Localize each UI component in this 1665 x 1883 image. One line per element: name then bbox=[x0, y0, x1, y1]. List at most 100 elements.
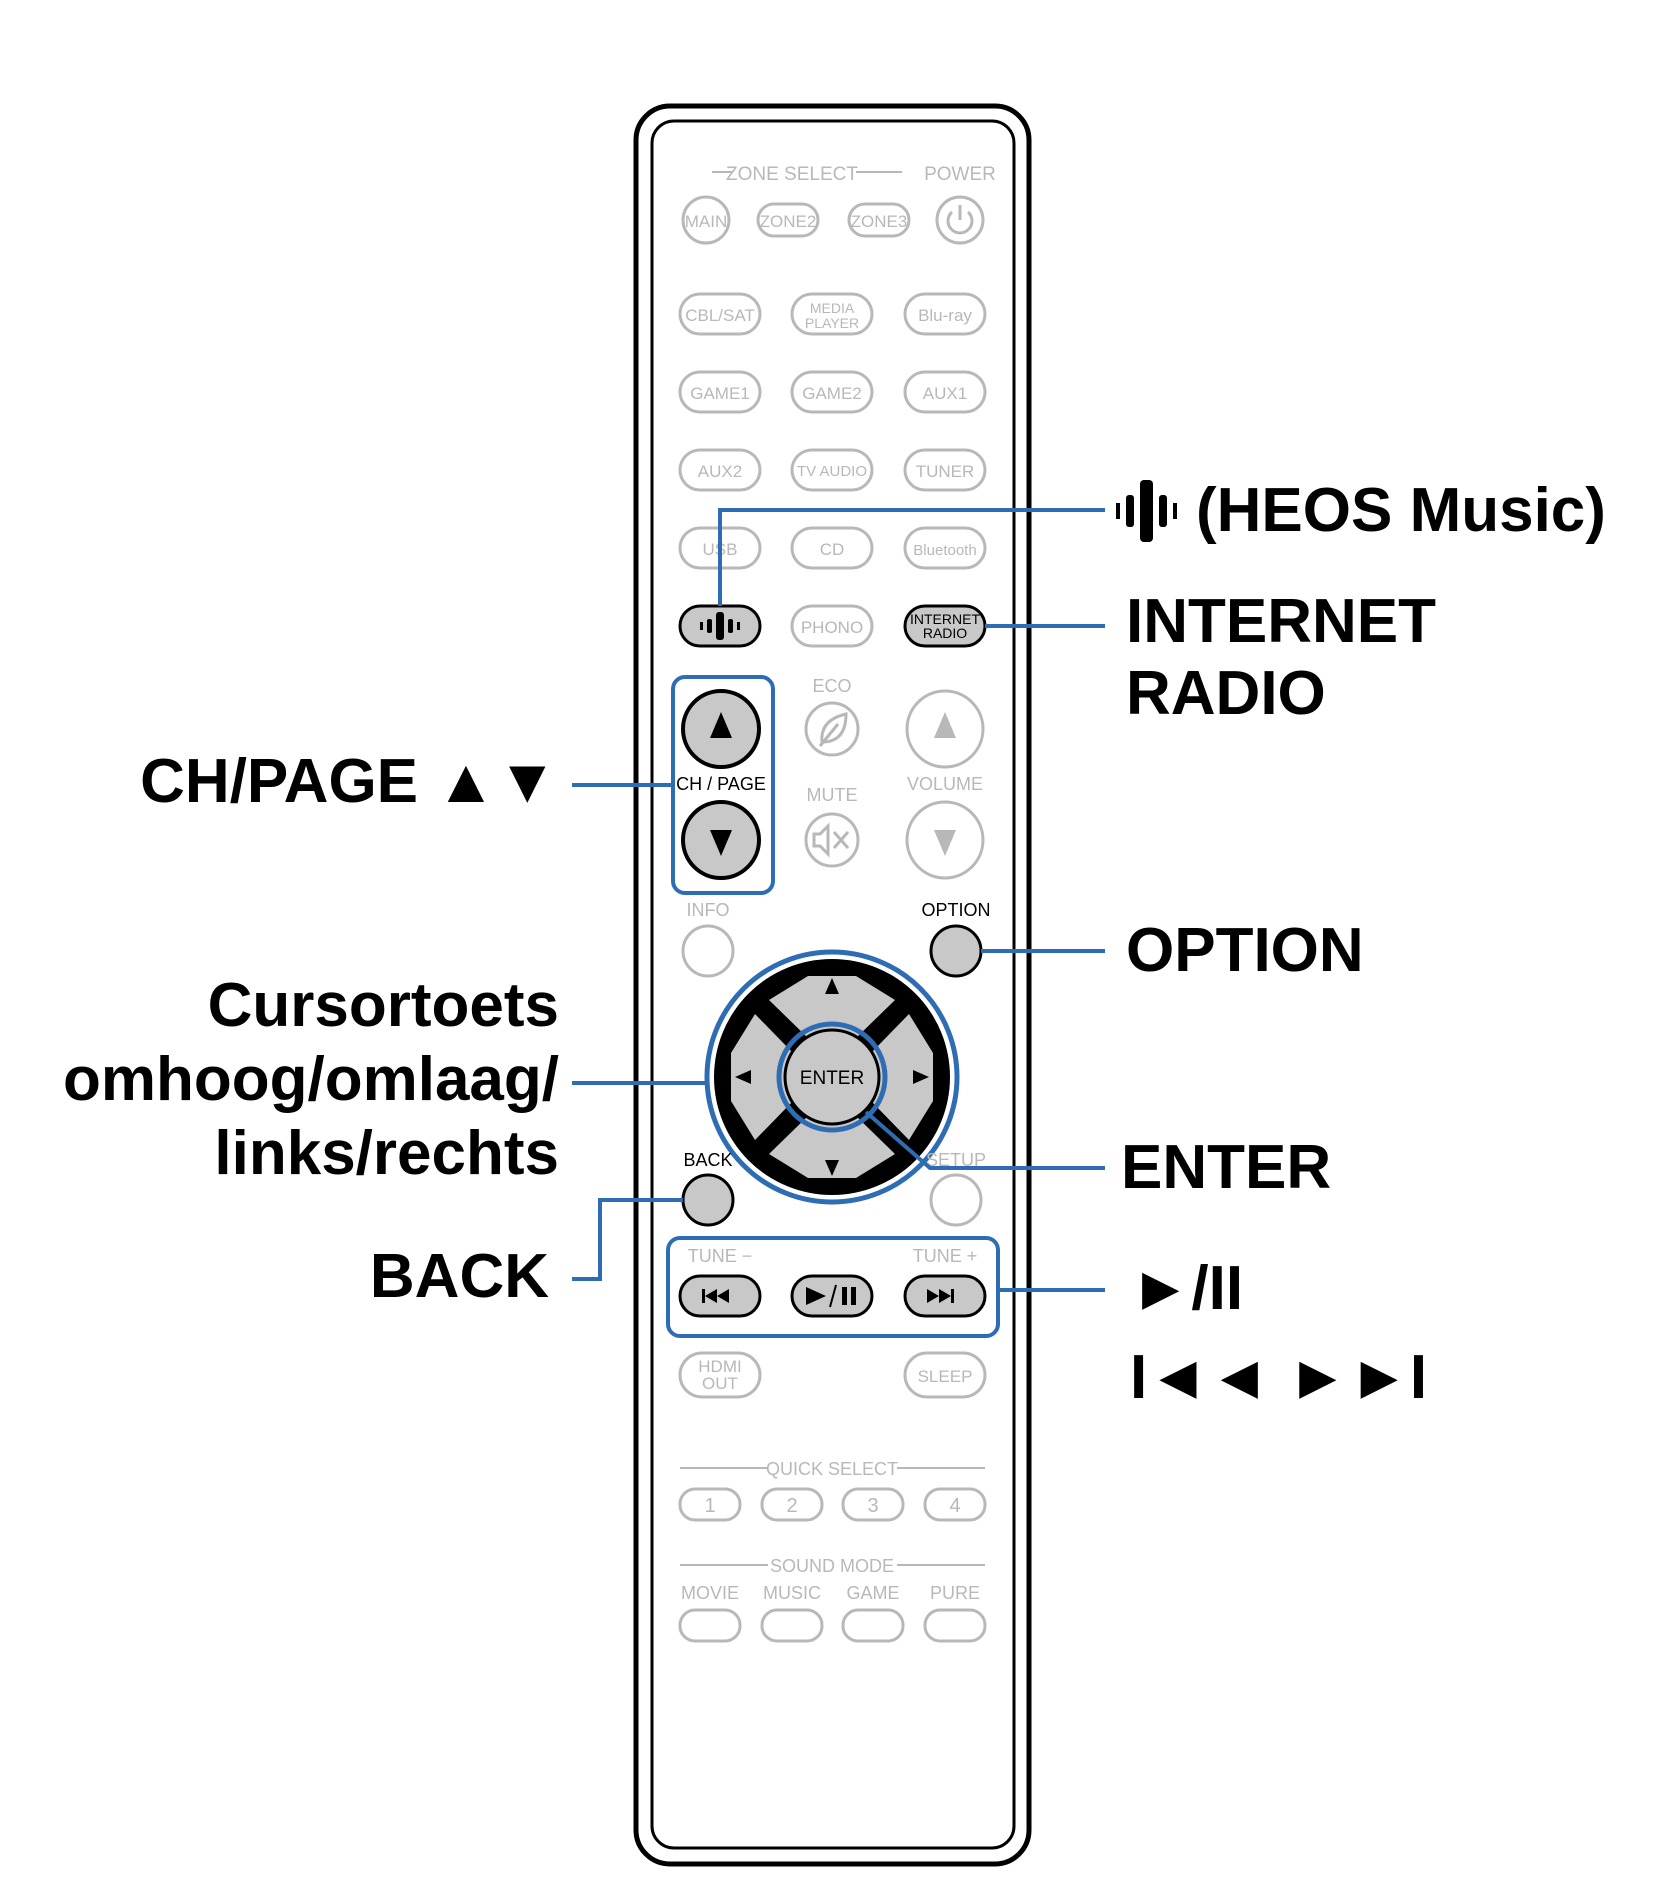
heos-callout-line bbox=[718, 508, 1105, 606]
ch-page-label: CH / PAGE bbox=[676, 774, 766, 794]
quick-select-3-button[interactable] bbox=[841, 1487, 905, 1522]
zone-select-label: ZONE SELECT bbox=[726, 164, 858, 185]
cursor-down-button[interactable] bbox=[769, 1116, 895, 1178]
tune-plus-label: TUNE + bbox=[913, 1246, 978, 1266]
internet-radio-callout-line1: INTERNET bbox=[1126, 587, 1436, 656]
aux2-label: AUX2 bbox=[698, 462, 742, 481]
game1-label: GAME1 bbox=[690, 384, 750, 403]
pure-button[interactable] bbox=[923, 1608, 987, 1643]
volume-label: VOLUME bbox=[907, 774, 983, 794]
info-button[interactable] bbox=[681, 924, 735, 978]
cursor-ring-highlight bbox=[704, 949, 960, 1205]
hdmi-out-button[interactable] bbox=[678, 1351, 762, 1399]
zone2-button[interactable] bbox=[756, 202, 820, 238]
player-label: PLAYER bbox=[805, 315, 859, 331]
enter-button-ring bbox=[776, 1021, 888, 1133]
cursor-up-icon bbox=[825, 978, 839, 994]
callout-lines bbox=[572, 508, 1105, 1292]
bluray-label: Blu-ray bbox=[918, 306, 972, 325]
media-player-button[interactable] bbox=[790, 292, 874, 336]
tuner-button[interactable] bbox=[903, 448, 987, 492]
game2-label: GAME2 bbox=[802, 384, 862, 403]
aux1-button[interactable] bbox=[903, 370, 987, 414]
bluetooth-label: Bluetooth bbox=[913, 542, 976, 559]
option-button[interactable] bbox=[929, 924, 983, 978]
pure-label: PURE bbox=[930, 1583, 980, 1603]
quick-select-3-label: 3 bbox=[867, 1495, 878, 1517]
music-button[interactable] bbox=[760, 1608, 824, 1643]
info-label: INFO bbox=[687, 900, 730, 920]
volume-up-icon bbox=[934, 712, 956, 738]
cursor-left-button[interactable] bbox=[731, 1014, 793, 1140]
quick-select-2-label: 2 bbox=[786, 1495, 797, 1517]
tune-minus-label: TUNE − bbox=[688, 1246, 753, 1266]
enter-callout: ENTER bbox=[1121, 1133, 1332, 1202]
main-button[interactable] bbox=[681, 195, 731, 245]
power-icon bbox=[946, 205, 974, 235]
cursor-up-button[interactable] bbox=[769, 976, 895, 1038]
cursor-right-icon bbox=[913, 1070, 929, 1084]
phono-label: PHONO bbox=[801, 618, 863, 637]
zone3-label: ZONE3 bbox=[851, 212, 908, 231]
cursor-right-button[interactable] bbox=[871, 1014, 933, 1140]
sound-mode-label: SOUND MODE bbox=[770, 1556, 894, 1576]
enter-callout-line bbox=[864, 1110, 1105, 1170]
quick-select-label: QUICK SELECT bbox=[766, 1459, 898, 1479]
cursor-callout-line2: omhoog/omlaag/ bbox=[63, 1045, 559, 1114]
back-button[interactable] bbox=[681, 1173, 735, 1227]
cd-button[interactable] bbox=[790, 526, 874, 570]
heos-music-callout: (HEOS Music) bbox=[1196, 476, 1606, 545]
cd-label: CD bbox=[820, 540, 845, 559]
cursor-down-icon bbox=[825, 1160, 839, 1176]
tuner-label: TUNER bbox=[916, 462, 975, 481]
enter-button[interactable] bbox=[783, 1028, 881, 1126]
quick-select-2-button[interactable] bbox=[760, 1487, 824, 1522]
back-callout: BACK bbox=[369, 1242, 549, 1311]
tv-audio-button[interactable] bbox=[790, 448, 874, 492]
zone3-button[interactable] bbox=[847, 202, 911, 238]
game2-button[interactable] bbox=[790, 370, 874, 414]
game-button[interactable] bbox=[841, 1608, 905, 1643]
internet-radio-callout-line2: RADIO bbox=[1126, 659, 1326, 728]
sleep-button[interactable] bbox=[903, 1351, 987, 1399]
eco-label: ECO bbox=[812, 676, 851, 696]
power-label: POWER bbox=[924, 164, 996, 185]
setup-button[interactable] bbox=[929, 1173, 983, 1227]
enter-label: ENTER bbox=[800, 1068, 864, 1089]
internet-label: INTERNET bbox=[910, 611, 980, 627]
aux2-button[interactable] bbox=[678, 448, 762, 492]
quick-select-4-button[interactable] bbox=[923, 1487, 987, 1522]
skip-forward-icon bbox=[927, 1289, 954, 1303]
game-label: GAME bbox=[846, 1583, 899, 1603]
movie-label: MOVIE bbox=[681, 1583, 739, 1603]
volume-down-icon bbox=[934, 830, 956, 856]
cbl-sat-button[interactable] bbox=[678, 292, 762, 336]
tv-audio-label: TV AUDIO bbox=[797, 463, 867, 480]
mute-icon bbox=[812, 822, 850, 858]
transport-highlight bbox=[666, 1236, 1000, 1338]
main-label: MAIN bbox=[685, 212, 728, 231]
ch-page-down-icon bbox=[710, 830, 732, 856]
setup-label: SETUP bbox=[926, 1150, 986, 1170]
sleep-label: SLEEP bbox=[918, 1367, 973, 1386]
bluray-button[interactable] bbox=[903, 292, 987, 336]
media-label: MEDIA bbox=[810, 300, 855, 316]
eco-leaf-icon bbox=[818, 712, 848, 747]
back-label: BACK bbox=[683, 1150, 732, 1170]
mute-button[interactable] bbox=[804, 812, 860, 868]
ch-page-up-icon bbox=[710, 712, 732, 738]
cursor-left-icon bbox=[735, 1070, 751, 1084]
movie-button[interactable] bbox=[678, 1608, 742, 1643]
phono-button[interactable] bbox=[790, 604, 874, 648]
zone2-label: ZONE2 bbox=[760, 212, 817, 231]
cbl-sat-label: CBL/SAT bbox=[685, 306, 755, 325]
game1-button[interactable] bbox=[678, 370, 762, 414]
bluetooth-button[interactable] bbox=[903, 526, 987, 570]
out-label: OUT bbox=[702, 1374, 738, 1393]
quick-select-1-button[interactable] bbox=[678, 1487, 742, 1522]
skip-back-icon bbox=[702, 1289, 729, 1303]
option-label: OPTION bbox=[921, 900, 990, 920]
skip-callout: I◄◄ ►►I bbox=[1130, 1343, 1428, 1412]
heos-callout-icon bbox=[1116, 480, 1177, 542]
